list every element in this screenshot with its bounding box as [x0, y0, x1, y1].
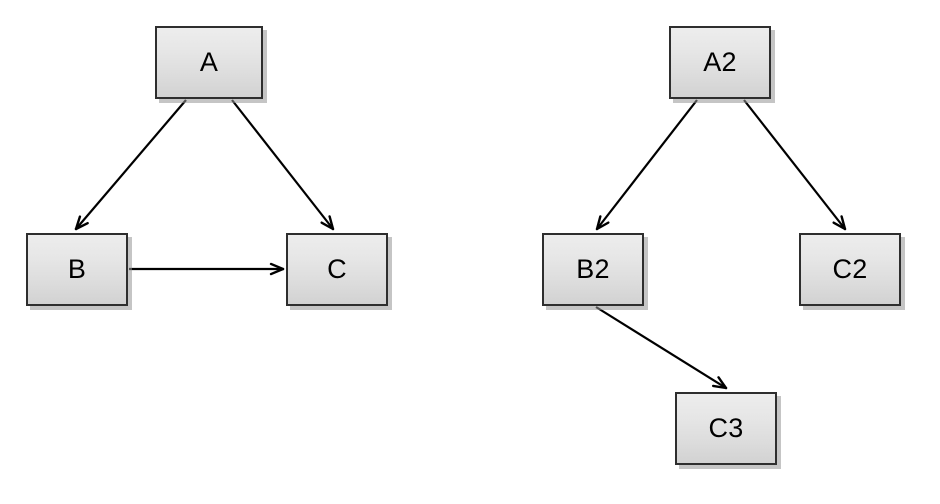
- node-label-A2: A2: [703, 47, 737, 77]
- arrowhead-barb-2: [717, 376, 728, 390]
- edge-A2-B2: [595, 99, 698, 231]
- arrowhead-barb-1: [74, 215, 82, 231]
- node-label-C3: C3: [708, 413, 744, 443]
- arrowhead-barb-1: [832, 221, 847, 231]
- node-C2[interactable]: C2: [799, 233, 901, 306]
- arrowhead-barb-2: [840, 215, 847, 231]
- arrowhead-barb-1: [269, 267, 285, 276]
- arrowhead-barb-2: [269, 262, 285, 271]
- node-C[interactable]: C: [286, 233, 388, 306]
- arrowhead-barb-1: [595, 215, 602, 231]
- node-A2[interactable]: A2: [669, 26, 771, 99]
- node-label-C: C: [327, 254, 347, 284]
- node-A[interactable]: A: [155, 26, 263, 99]
- node-label-B: B: [67, 254, 87, 284]
- node-label-C2: C2: [832, 254, 868, 284]
- edge-line: [743, 99, 846, 230]
- arrowhead-barb-1: [320, 221, 335, 231]
- edge-B-C: [129, 262, 285, 276]
- edge-A-C: [231, 99, 335, 231]
- edge-line: [595, 306, 727, 389]
- arrowhead-barb-2: [328, 215, 335, 231]
- node-B2[interactable]: B2: [542, 233, 644, 306]
- edge-A2-C2: [743, 99, 847, 231]
- edge-line: [231, 99, 334, 230]
- node-C3[interactable]: C3: [675, 392, 777, 465]
- arrowhead-barb-1: [711, 384, 728, 390]
- arrowhead-barb-2: [74, 221, 89, 231]
- edge-A-B: [74, 99, 187, 231]
- node-label-A: A: [199, 47, 219, 77]
- edge-B2-C3: [595, 306, 728, 390]
- node-B[interactable]: B: [26, 233, 128, 306]
- node-label-B2: B2: [576, 254, 610, 284]
- edge-line: [75, 99, 187, 230]
- edge-line: [596, 99, 698, 230]
- arrowhead-barb-2: [595, 221, 610, 231]
